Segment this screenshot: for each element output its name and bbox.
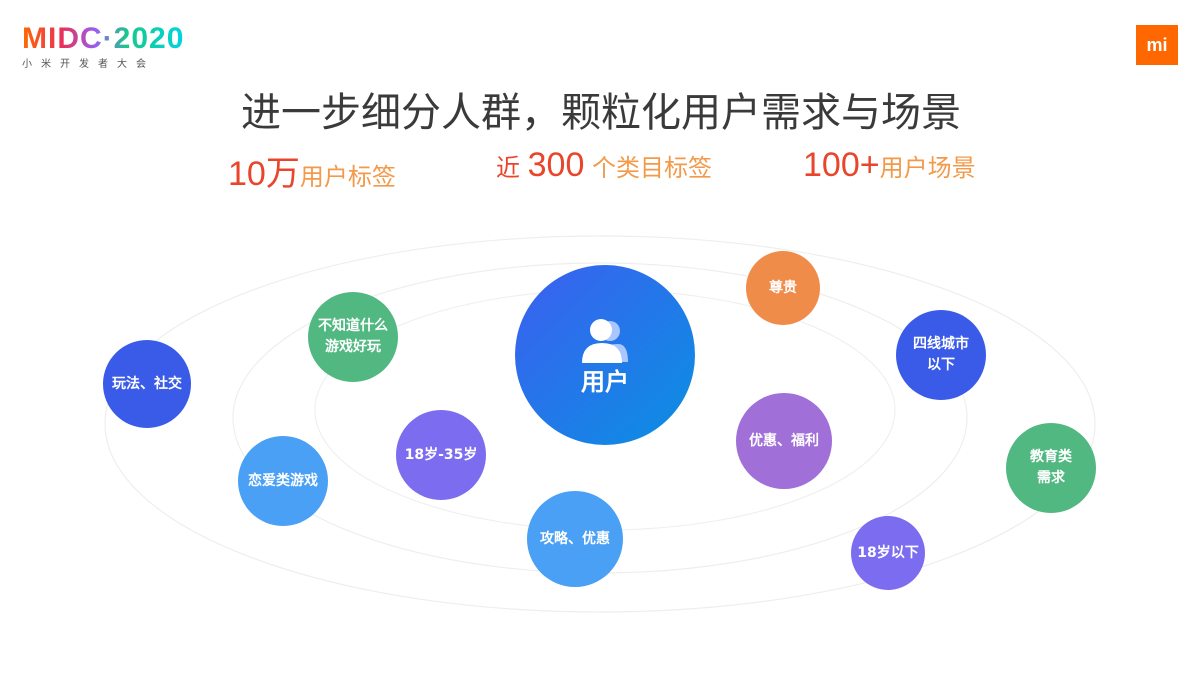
segment-bubble: 攻略、优惠	[527, 491, 623, 587]
bubble-label-line: 需求	[1037, 470, 1065, 486]
bubble-label-line: 恋爱类游戏	[248, 472, 318, 489]
segment-bubble: 玩法、社交	[103, 340, 191, 428]
bubble-label-line: 教育类	[1030, 449, 1072, 465]
segment-bubble: 四线城市以下	[896, 310, 986, 400]
bubble-label-line: 18岁以下	[857, 544, 919, 561]
segment-bubble: 教育类需求	[1006, 423, 1096, 513]
bubble-label-line: 玩法、社交	[112, 375, 182, 392]
center-label: 用户	[581, 367, 629, 396]
user-group-icon	[582, 318, 628, 363]
segment-bubble: 18岁以下	[851, 516, 925, 590]
mi-logo: mi	[1136, 25, 1178, 65]
stat-user-scenes: 100+用户场景	[803, 146, 976, 184]
segment-bubble: 尊贵	[746, 251, 820, 325]
bubble-label-line: 攻略、优惠	[540, 530, 610, 547]
bubble-label-line: 18岁-35岁	[404, 446, 478, 463]
stat-category-tags: 近 300 个类目标签	[496, 146, 713, 184]
bubble-label-line: 不知道什么	[318, 318, 388, 334]
slide-title: 进一步细分人群，颗粒化用户需求与场景	[241, 90, 961, 136]
segment-bubble: 18岁-35岁	[396, 410, 486, 500]
bubble-label-line: 尊贵	[769, 279, 797, 296]
logo-main: MIDC·2020	[22, 22, 185, 55]
bubble-label-line: 以下	[927, 357, 955, 373]
bubble-label-line: 优惠、福利	[749, 432, 819, 449]
logo-sub: 小米开发者大会	[22, 59, 155, 70]
segment-bubble: 恋爱类游戏	[238, 436, 328, 526]
midc-logo: MIDC·2020 小米开发者大会	[22, 22, 185, 71]
segment-bubble: 不知道什么游戏好玩	[308, 292, 398, 382]
segment-bubble: 优惠、福利	[736, 393, 832, 489]
bubble-label-line: 四线城市	[913, 336, 969, 352]
stat-user-tags: 10万用户标签	[228, 155, 396, 193]
center-user-bubble: 用户	[515, 265, 695, 445]
bubble-label-line: 游戏好玩	[325, 339, 381, 355]
